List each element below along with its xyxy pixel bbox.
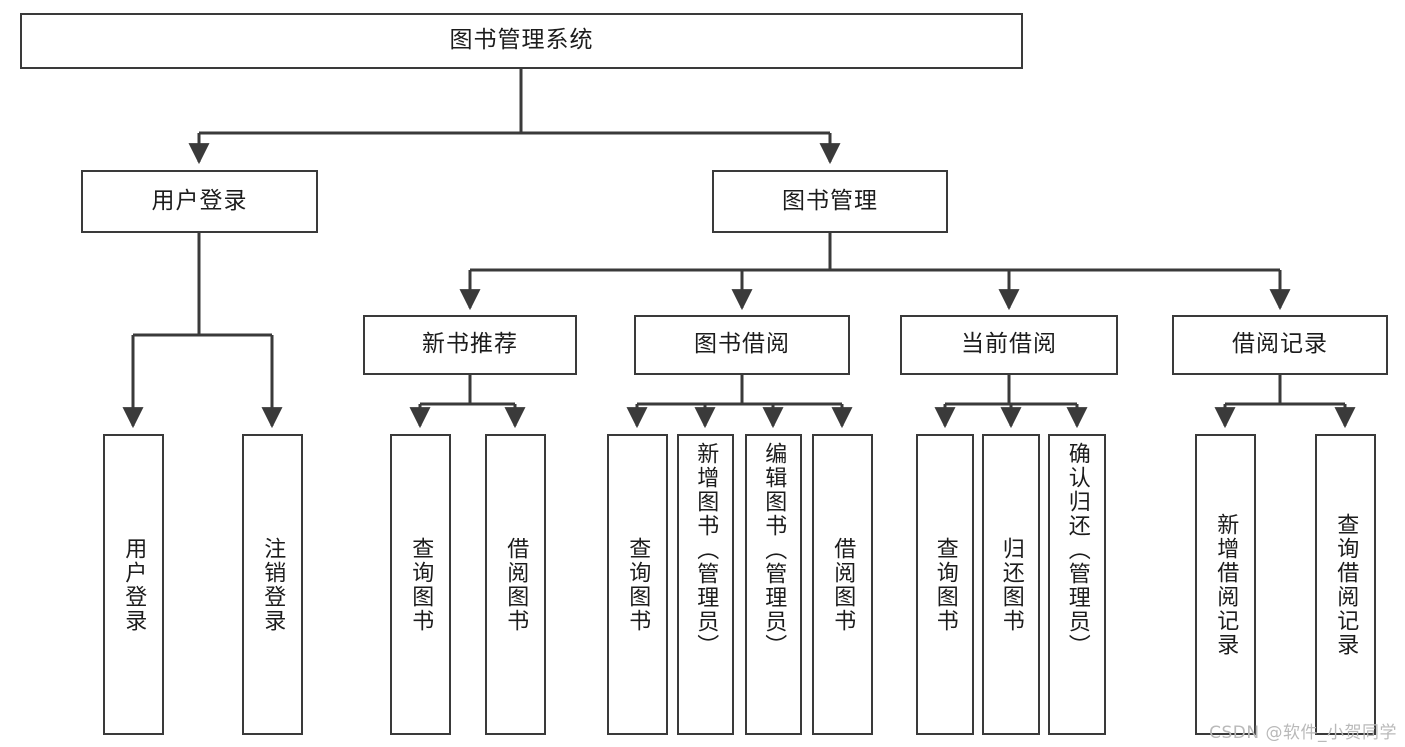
- node-root-label: 图书管理系统: [449, 27, 594, 54]
- leaf-query-book-newbook[interactable]: 查询图书: [390, 434, 451, 735]
- csdn-watermark: CSDN @软件_小贺同学: [1209, 723, 1397, 743]
- leaf-logout[interactable]: 注销登录: [242, 434, 303, 735]
- leaf-borrow-book-borrow[interactable]: 借阅图书: [812, 434, 873, 735]
- node-book-borrow[interactable]: 图书借阅: [634, 315, 850, 375]
- leaf-query-book-borrow[interactable]: 查询图书: [607, 434, 668, 735]
- leaf-borrow-book-newbook-label: 借阅图书: [503, 536, 529, 633]
- leaf-query-borrow-record[interactable]: 查询借阅记录: [1315, 434, 1376, 735]
- leaf-add-borrow-record[interactable]: 新增借阅记录: [1195, 434, 1256, 735]
- node-current-borrow-label: 当前借阅: [961, 331, 1057, 358]
- node-new-book-recommend-label: 新书推荐: [422, 331, 518, 358]
- leaf-return-book-label: 归还图书: [998, 536, 1024, 633]
- leaf-user-login[interactable]: 用户登录: [103, 434, 164, 735]
- node-book-management[interactable]: 图书管理: [712, 170, 948, 233]
- leaf-borrow-book-borrow-label: 借阅图书: [830, 536, 856, 633]
- leaf-query-book-current-label: 查询图书: [932, 536, 958, 633]
- node-book-borrow-label: 图书借阅: [694, 331, 790, 358]
- node-user-login[interactable]: 用户登录: [81, 170, 318, 233]
- leaf-edit-book-admin[interactable]: 编辑图书（管理员）: [745, 434, 802, 735]
- leaf-confirm-return-admin-label: 确认归还（管理员）: [1064, 442, 1090, 658]
- leaf-add-book-admin-label: 新增图书（管理员）: [693, 442, 719, 658]
- leaf-query-borrow-record-label: 查询借阅记录: [1333, 512, 1359, 657]
- leaf-confirm-return-admin[interactable]: 确认归还（管理员）: [1048, 434, 1106, 735]
- node-book-management-label: 图书管理: [782, 187, 878, 214]
- leaf-query-book-current[interactable]: 查询图书: [916, 434, 974, 735]
- node-new-book-recommend[interactable]: 新书推荐: [363, 315, 577, 375]
- leaf-edit-book-admin-label: 编辑图书（管理员）: [761, 442, 787, 658]
- leaf-query-book-newbook-label: 查询图书: [408, 536, 434, 633]
- node-current-borrow[interactable]: 当前借阅: [900, 315, 1118, 375]
- node-borrow-records-label: 借阅记录: [1232, 331, 1328, 358]
- leaf-logout-label: 注销登录: [260, 536, 286, 633]
- node-user-login-label: 用户登录: [151, 187, 248, 214]
- leaf-borrow-book-newbook[interactable]: 借阅图书: [485, 434, 546, 735]
- node-borrow-records[interactable]: 借阅记录: [1172, 315, 1388, 375]
- leaf-user-login-label: 用户登录: [121, 536, 147, 633]
- leaf-add-book-admin[interactable]: 新增图书（管理员）: [677, 434, 734, 735]
- leaf-add-borrow-record-label: 新增借阅记录: [1213, 512, 1239, 657]
- leaf-query-book-borrow-label: 查询图书: [625, 536, 651, 633]
- node-root[interactable]: 图书管理系统: [20, 13, 1023, 69]
- leaf-return-book[interactable]: 归还图书: [982, 434, 1040, 735]
